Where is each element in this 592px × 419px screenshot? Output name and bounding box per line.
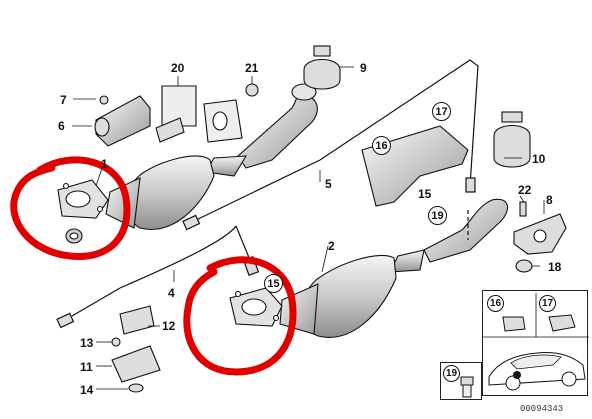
inset-circled-label-16: 16 xyxy=(487,295,504,312)
plug-drawing xyxy=(460,376,474,398)
part-label-14: 14 xyxy=(80,383,94,397)
part-label-5: 5 xyxy=(325,177,332,191)
leader-lines xyxy=(72,66,545,390)
circled-label-15: 15 xyxy=(264,274,283,293)
part-label-18: 18 xyxy=(548,260,562,274)
part-label-6: 6 xyxy=(58,119,65,133)
inset-circled-label-19: 19 xyxy=(443,365,460,382)
part-label-20: 20 xyxy=(171,61,185,75)
upper-exhaust-pipe xyxy=(105,83,318,230)
part-label-22: 22 xyxy=(518,183,532,197)
clamp-10 xyxy=(493,111,531,168)
circled-label-17: 17 xyxy=(432,102,451,121)
part-label-1: 1 xyxy=(101,157,108,171)
part-label-10: 10 xyxy=(532,152,546,166)
part-label-2: 2 xyxy=(328,239,335,253)
inset-panel-19: 19 xyxy=(440,362,482,400)
document-number: 00094343 xyxy=(520,404,564,414)
part-label-12: 12 xyxy=(162,319,176,333)
part-label-8: 8 xyxy=(546,193,553,207)
part-label-15: 15 xyxy=(418,187,432,201)
part-label-9: 9 xyxy=(360,61,367,75)
inset-car-drawing xyxy=(483,293,589,391)
mounting-hardware-right xyxy=(513,201,567,273)
clamp-9 xyxy=(303,45,341,90)
circled-label-19: 19 xyxy=(428,206,447,225)
highlight-circle-lower xyxy=(183,256,297,376)
flange-upper xyxy=(57,179,109,244)
part-label-21: 21 xyxy=(245,61,259,75)
highlight-circles xyxy=(10,156,297,376)
circled-label-16: 16 xyxy=(372,136,391,155)
part-label-7: 7 xyxy=(60,93,67,107)
mounting-hardware-upper xyxy=(94,83,259,147)
mounting-hardware-lower xyxy=(111,305,161,393)
highlight-circle-upper xyxy=(10,156,131,260)
inset-panel-parts: 16 17 xyxy=(482,290,589,396)
inset-circled-label-17: 17 xyxy=(539,295,556,312)
part-label-13: 13 xyxy=(80,336,94,350)
part-label-4: 4 xyxy=(168,286,175,300)
part-label-11: 11 xyxy=(80,360,93,374)
